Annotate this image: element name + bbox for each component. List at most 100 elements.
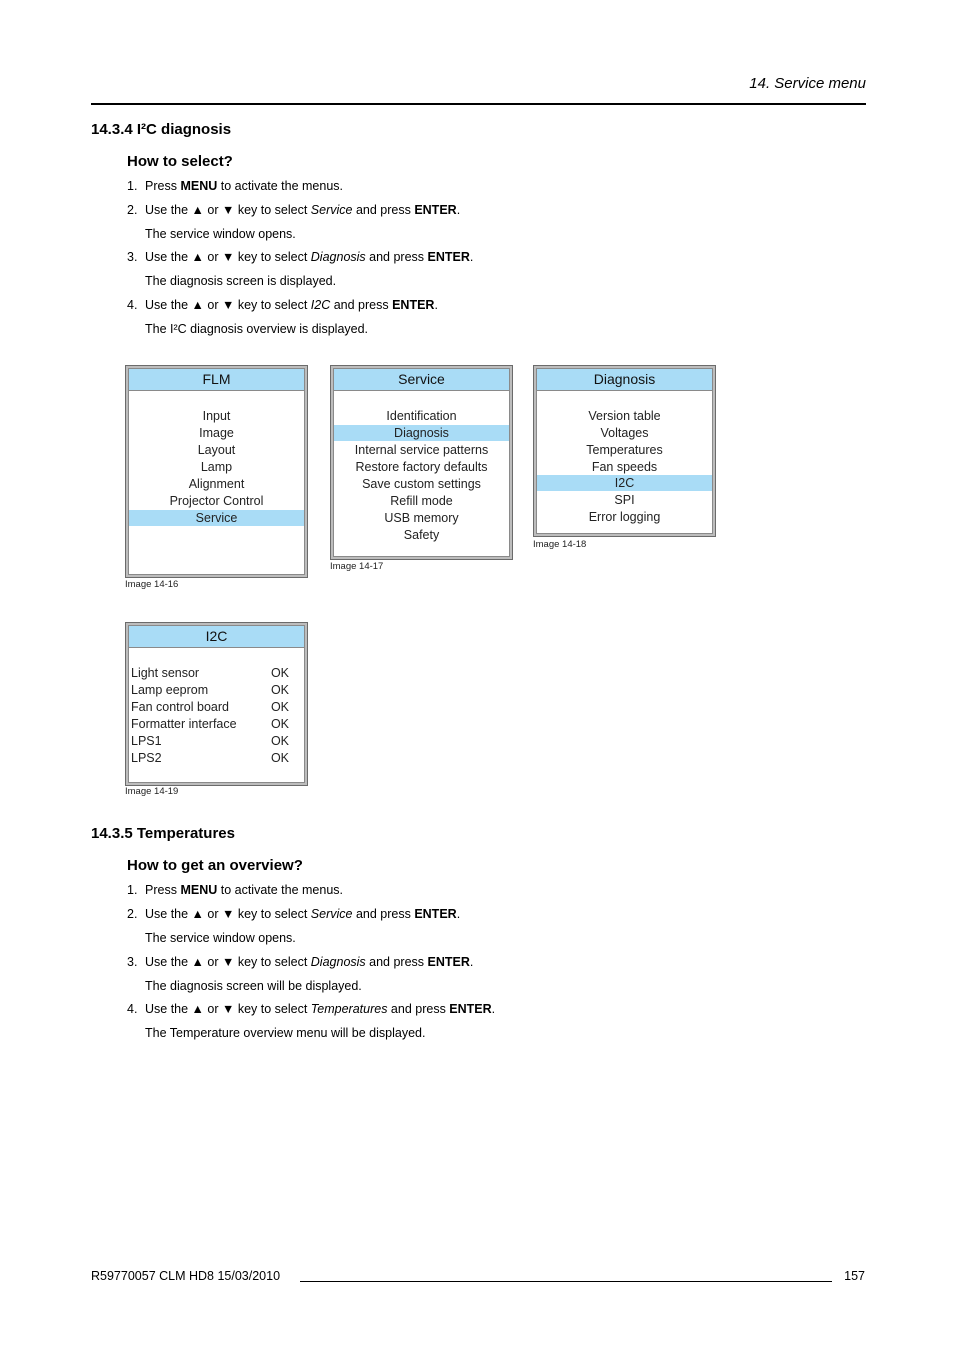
step-menu-item: Diagnosis [310,955,366,969]
i2c-label: LPS1 [131,734,162,748]
i2c-status: OK [270,683,289,697]
step-note: The diagnosis screen will be displayed. [145,979,362,993]
step-note: The I²C diagnosis overview is displayed. [145,322,369,336]
i2c-label: Formatter interface [131,717,237,731]
menu-item-selected: I2C [537,475,712,491]
step-text: Press [145,883,181,897]
i2c-row: LPS2 OK [131,750,289,766]
menu-item: Image [199,426,234,440]
menu-item: Version table [588,409,661,423]
i2c-status: OK [270,717,289,731]
i2c-status: OK [270,751,289,765]
image-caption: Image 14-17 [330,561,384,572]
menu-item: Error logging [588,510,661,524]
i2c-label: Light sensor [131,666,200,680]
i2c-row: LPS1 OK [131,733,289,749]
step-number: 4. [127,1002,138,1016]
step-key: ENTER [427,250,470,264]
step-note: The diagnosis screen is displayed. [145,274,337,288]
menu-item: Restore factory defaults [355,460,488,474]
menu-item: Save custom settings [362,477,481,491]
i2c-row: Fan control board OK [131,699,289,715]
panel-title: Diagnosis [537,369,712,391]
i2c-row: Light sensor OK [131,665,289,681]
step-number: 1. [127,883,138,897]
step-menu-item: Temperatures [310,1002,388,1016]
menu-item: Projector Control [169,494,264,508]
menu-item: Lamp [200,460,233,474]
step-text: Use the ▲ or ▼ key to select [145,907,311,921]
panel-title: I2C [129,626,304,648]
menu-item: Layout [197,443,236,457]
step-text: to activate the menus. [217,179,344,193]
i2c-row: Lamp eeprom OK [131,682,289,698]
step-end: . [456,203,461,217]
panel-title: Service [334,369,509,391]
menu-item: Temperatures [586,443,663,457]
panel-title: FLM [129,369,304,391]
step-text: to activate the menus. [217,883,344,897]
menu-item-selected: Diagnosis [334,425,509,441]
service-menu-screenshot: Service Identification Diagnosis Interna… [330,365,513,560]
step-end: . [469,250,474,264]
step-text: Use the ▲ or ▼ key to select [145,298,311,312]
step-number: 1. [127,179,138,193]
step-note: The service window opens. [145,227,296,241]
step-text: and press [352,907,415,921]
menu-item: Refill mode [390,494,453,508]
step-text: and press [365,955,428,969]
step-key: MENU [180,179,218,193]
diagnosis-menu-screenshot: Diagnosis Version table Voltages Tempera… [533,365,716,537]
menu-item: SPI [614,493,635,507]
step-menu-item: I2C [310,298,331,312]
step-text: Use the ▲ or ▼ key to select [145,955,311,969]
step-number: 3. [127,250,138,264]
step-text: and press [387,1002,450,1016]
section-title-i2c: 14.3.4 I²C diagnosis [91,121,232,138]
footer-rule [300,1281,832,1282]
step-key: ENTER [414,907,457,921]
menu-item: Alignment [188,477,245,491]
image-caption: Image 14-19 [125,786,179,797]
howto-select-heading: How to select? [127,153,233,170]
menu-item: Fan speeds [591,460,658,474]
menu-item: Safety [403,528,440,542]
step-note: The Temperature overview menu will be di… [145,1026,426,1040]
step-end: . [456,907,461,921]
page-number: 157 [844,1269,865,1283]
i2c-label: Lamp eeprom [131,683,209,697]
menu-item: USB memory [384,511,459,525]
step-key: ENTER [449,1002,492,1016]
i2c-status: OK [270,666,289,680]
step-end: . [469,955,474,969]
header-rule [91,103,866,105]
step-number: 3. [127,955,138,969]
menu-item: Input [202,409,231,423]
flm-menu-screenshot: FLM Input Image Layout Lamp Alignment Pr… [125,365,308,578]
i2c-status: OK [270,734,289,748]
howto-overview-heading: How to get an overview? [127,857,303,874]
step-menu-item: Diagnosis [310,250,366,264]
step-text: Use the ▲ or ▼ key to select [145,203,311,217]
step-number: 2. [127,203,138,217]
i2c-status: OK [270,700,289,714]
step-key: ENTER [392,298,435,312]
step-text: Press [145,179,181,193]
chapter-title: 14. Service menu [749,75,866,92]
section-title-temperatures: 14.3.5 Temperatures [91,825,235,842]
step-key: MENU [180,883,218,897]
step-key: ENTER [414,203,457,217]
i2c-label: Fan control board [131,700,229,714]
step-text: and press [365,250,428,264]
step-end: . [434,298,438,312]
step-note: The service window opens. [145,931,296,945]
step-number: 4. [127,298,138,312]
step-text: and press [330,298,393,312]
step-key: ENTER [427,955,470,969]
step-text: Use the ▲ or ▼ key to select [145,250,311,264]
step-text: Use the ▲ or ▼ key to select [145,1002,311,1016]
image-caption: Image 14-18 [533,539,587,550]
footer-doc-id: R59770057 CLM HD8 15/03/2010 [91,1269,281,1283]
i2c-label: LPS2 [131,751,162,765]
